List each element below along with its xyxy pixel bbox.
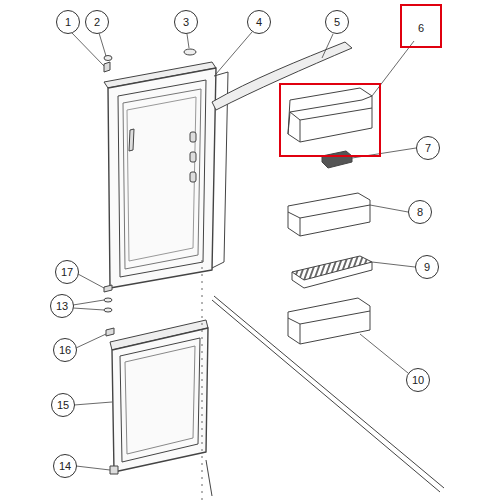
callout-number: 9 <box>415 255 439 279</box>
callout-number: 16 <box>53 338 77 362</box>
callout-number: 13 <box>50 294 74 318</box>
highlight-frame <box>280 84 380 156</box>
callout-number: 7 <box>416 136 440 160</box>
callout-number: 2 <box>85 10 109 34</box>
callout-number: 8 <box>408 200 432 224</box>
screw <box>104 62 110 72</box>
callout-number: 10 <box>406 368 430 392</box>
callout-number: 5 <box>325 10 349 34</box>
callout-number: 14 <box>53 454 77 478</box>
callout-number: 1 <box>56 10 80 34</box>
callout-number: 15 <box>51 393 75 417</box>
callout-number: 17 <box>55 260 79 284</box>
callout-number: 4 <box>247 10 271 34</box>
callout-number: 3 <box>174 10 198 34</box>
highlight-frame <box>401 5 441 47</box>
callout-number: 6 <box>409 16 433 40</box>
